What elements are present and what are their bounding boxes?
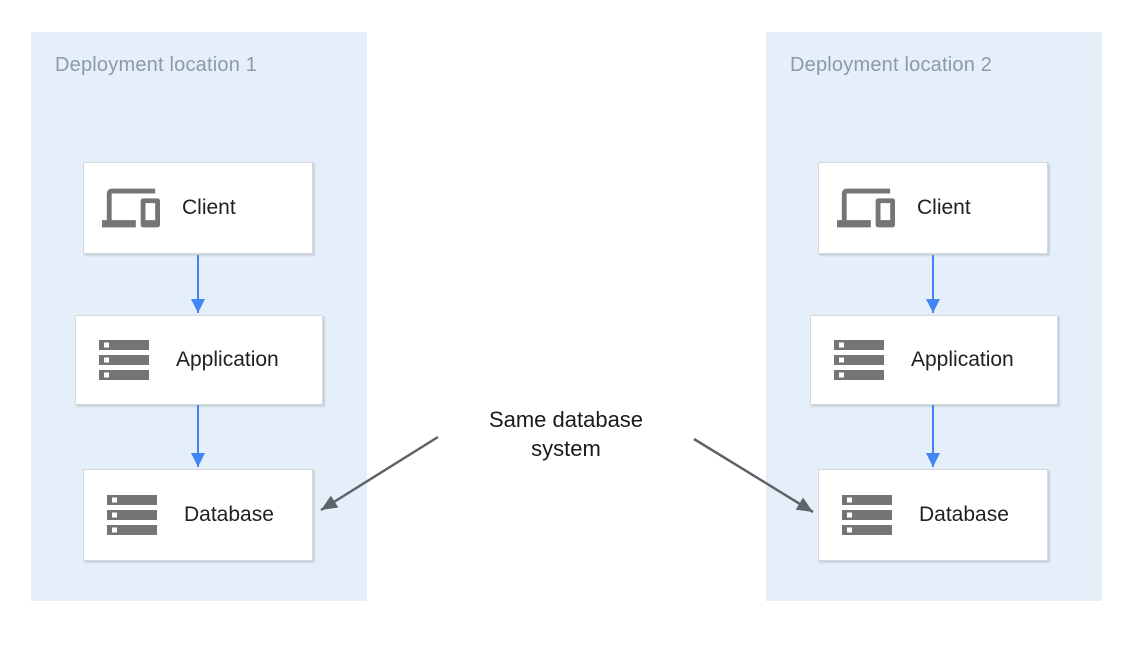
annotation-line-1: Same database — [488, 407, 644, 432]
node-application-1: Application — [75, 315, 323, 405]
node-label: Database — [184, 503, 274, 526]
server-stack-icon — [94, 330, 154, 390]
node-database-2: Database — [818, 469, 1048, 561]
deployment-panel-2: Deployment location 2 Client Application… — [766, 32, 1102, 601]
devices-icon — [102, 179, 160, 237]
server-stack-icon — [829, 330, 889, 390]
same-database-annotation: Same database system — [464, 405, 668, 463]
node-application-2: Application — [810, 315, 1058, 405]
node-label: Database — [919, 503, 1009, 526]
panel-title: Deployment location 2 — [790, 54, 993, 76]
deployment-panel-1: Deployment location 1 Client Application… — [31, 32, 367, 601]
node-label: Application — [176, 348, 279, 371]
server-stack-icon — [102, 485, 162, 545]
annotation-line-2: system — [531, 436, 601, 461]
node-label: Application — [911, 348, 1014, 371]
node-label: Client — [182, 196, 236, 219]
node-database-1: Database — [83, 469, 313, 561]
node-client-2: Client — [818, 162, 1048, 254]
panel-title: Deployment location 1 — [55, 54, 258, 76]
devices-icon — [837, 179, 895, 237]
node-client-1: Client — [83, 162, 313, 254]
server-stack-icon — [837, 485, 897, 545]
node-label: Client — [917, 196, 971, 219]
